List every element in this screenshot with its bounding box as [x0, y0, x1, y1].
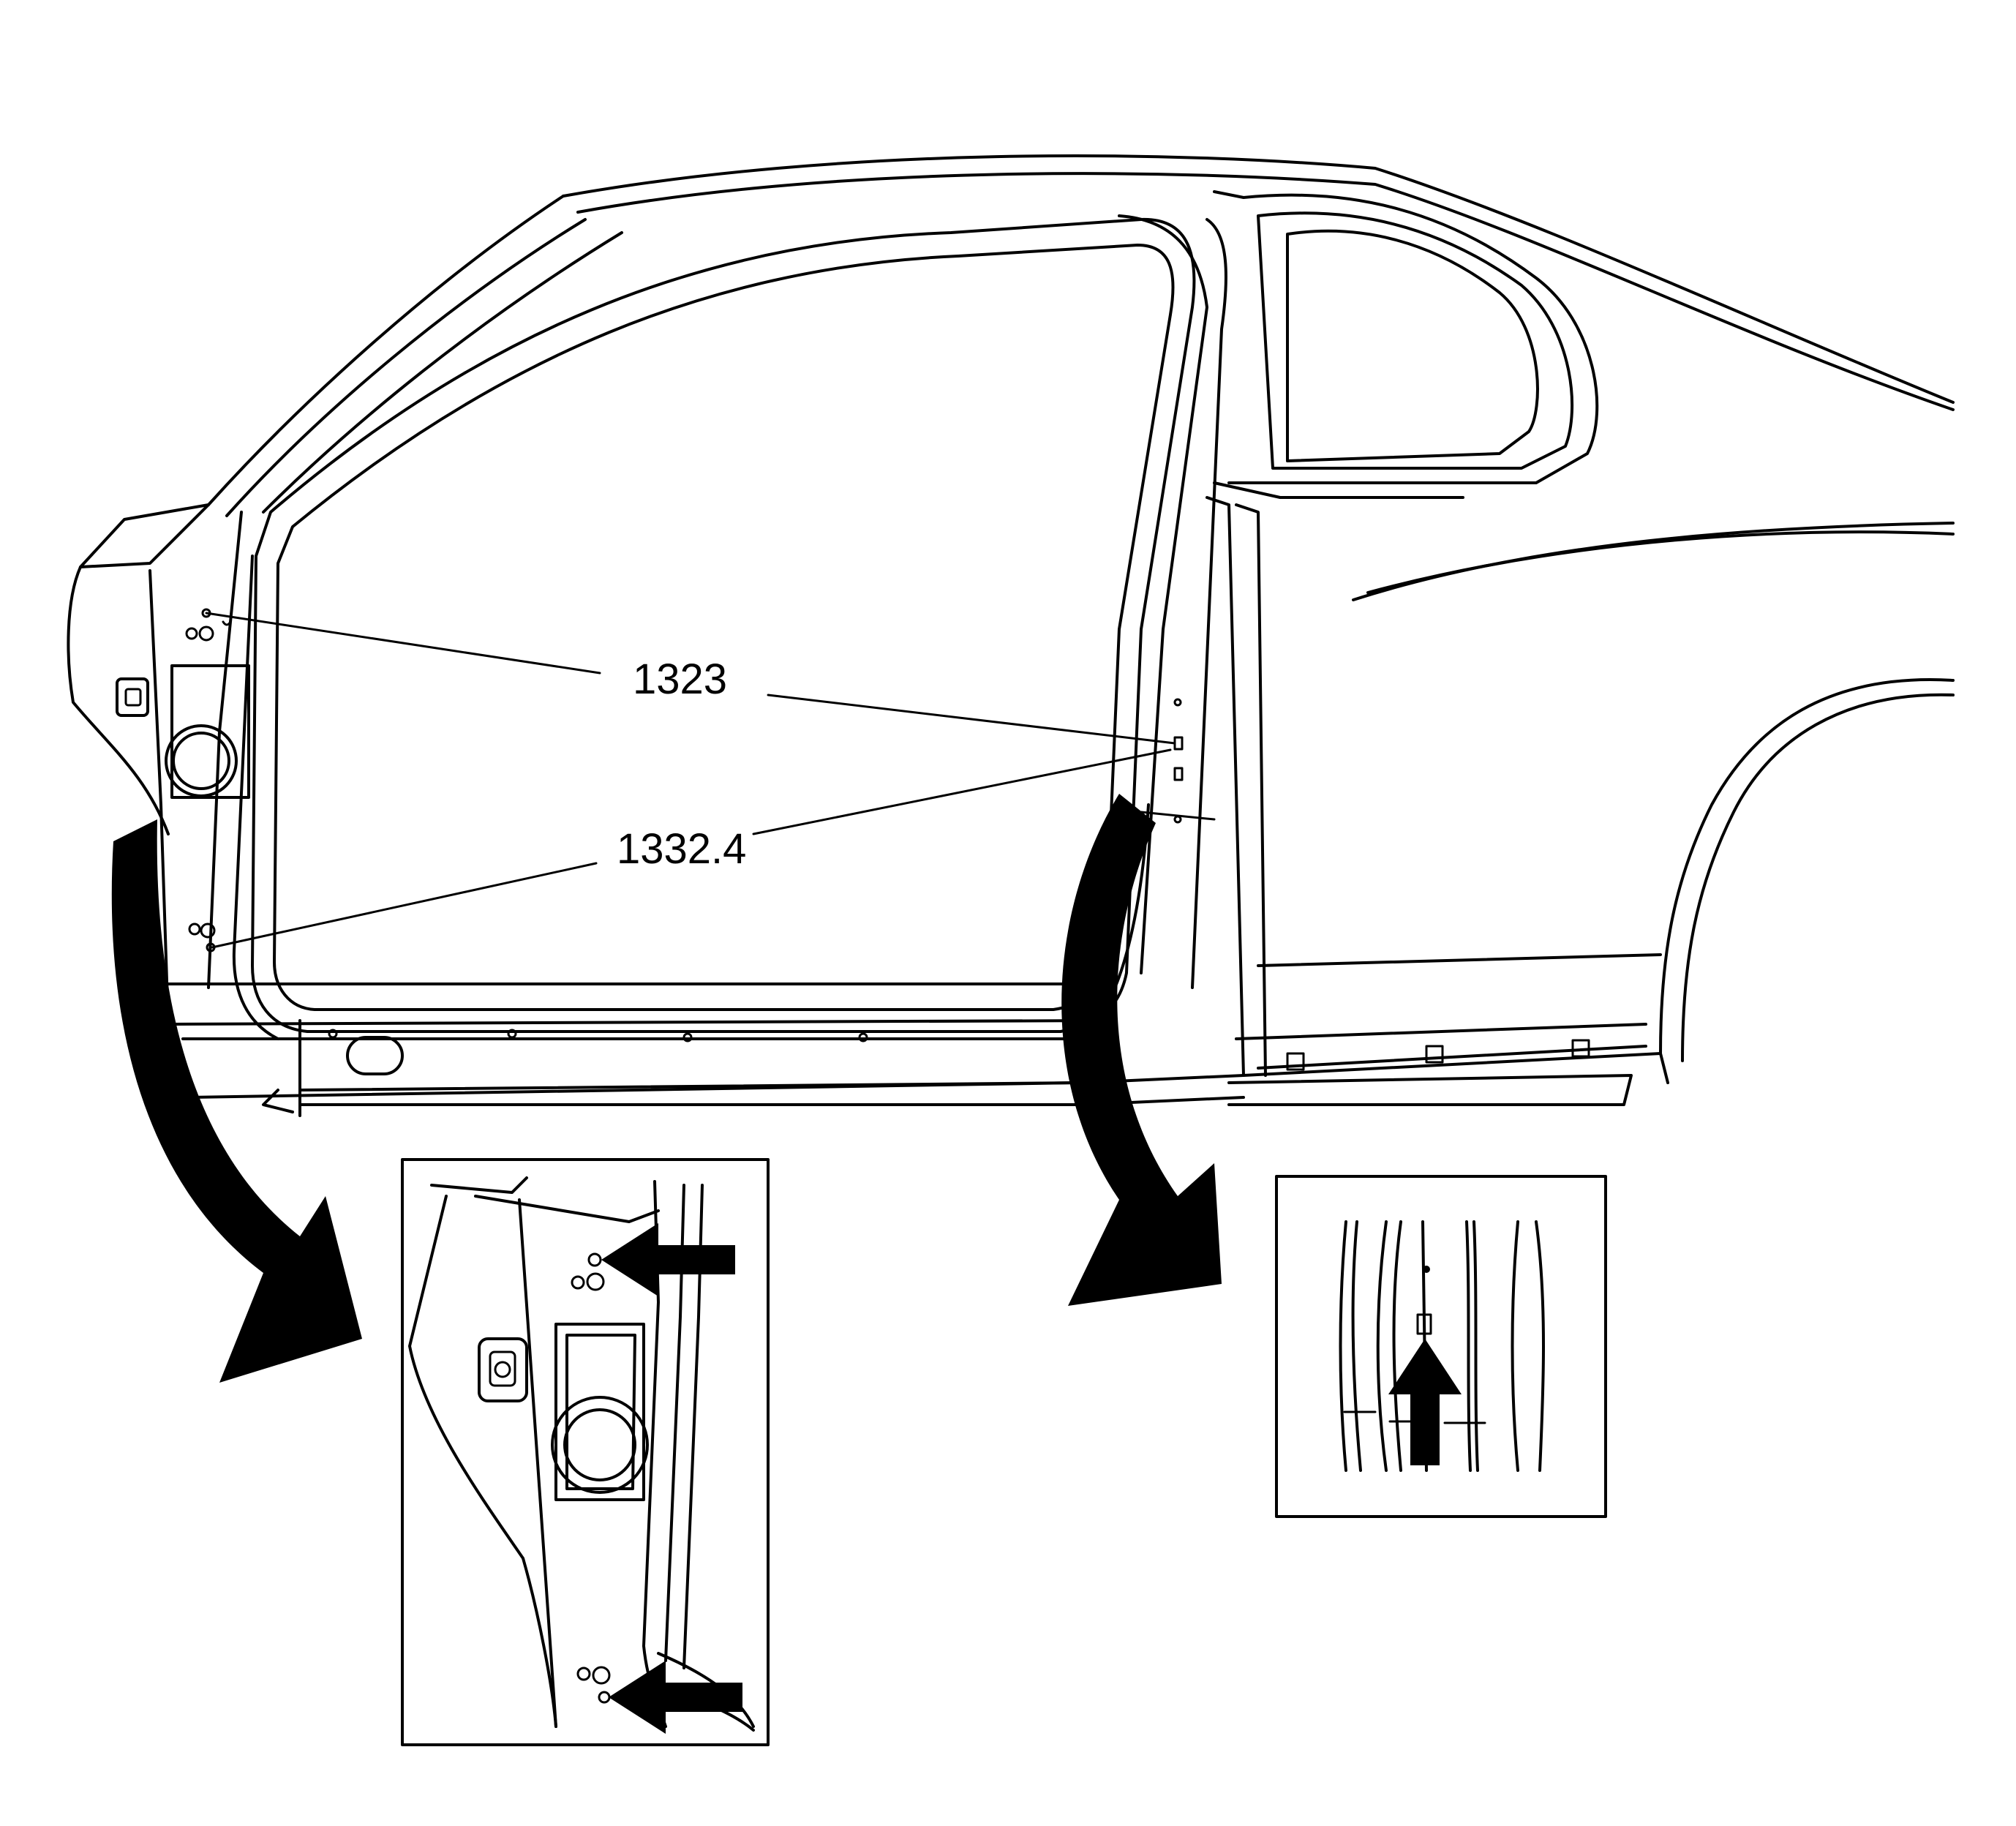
- arrow-icon: [601, 1223, 735, 1296]
- callout-1323: 1323: [633, 655, 727, 703]
- detail-inset-front-pillar: [401, 1158, 770, 1746]
- curved-arrow-icon: [1061, 794, 1222, 1306]
- curved-arrow-icon: [111, 819, 362, 1383]
- arrow-icon: [609, 1661, 742, 1734]
- leader-lines: [205, 612, 1176, 949]
- detail-inset-b-pillar: [1275, 1175, 1607, 1518]
- callout-1332-4: 1332.4: [617, 825, 746, 873]
- arrow-icon: [1388, 1339, 1462, 1465]
